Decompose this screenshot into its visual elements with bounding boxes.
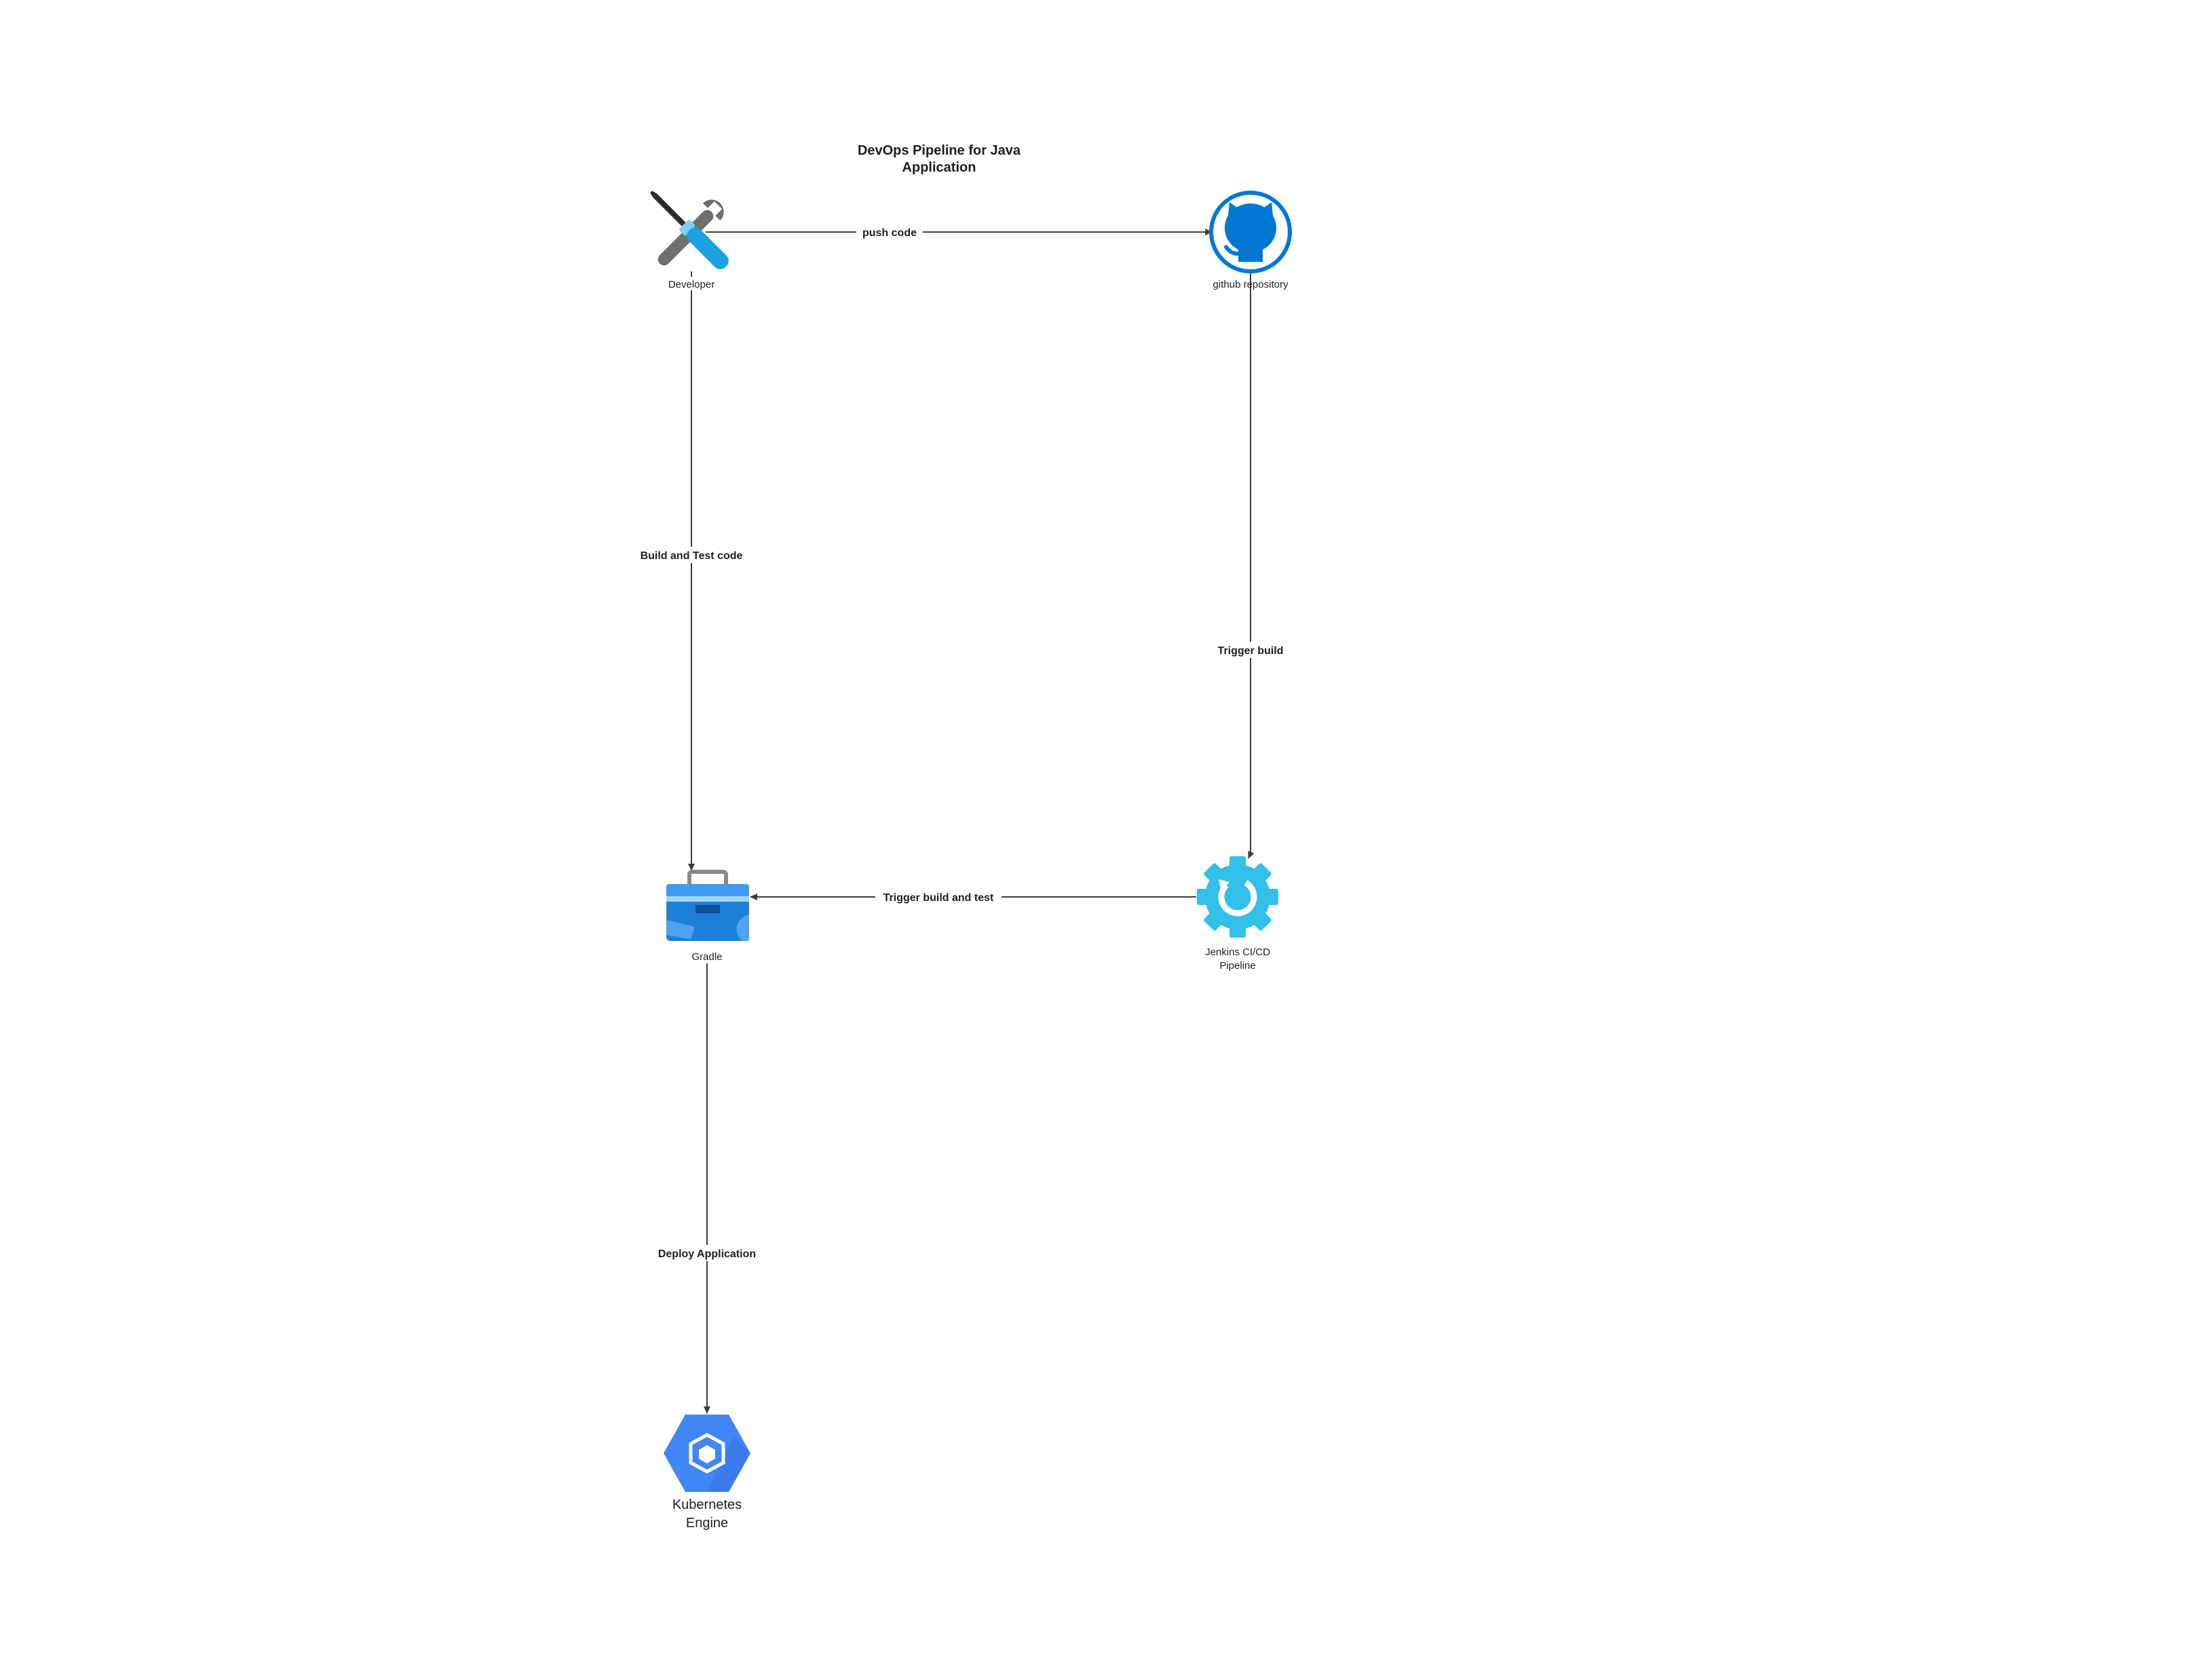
github-icon [1209, 191, 1292, 273]
node-github-repository[interactable]: github repository [1209, 191, 1292, 290]
node-jenkins-pipeline[interactable]: Jenkins CI/CD Pipeline [1197, 856, 1278, 972]
edge-push-code[interactable]: push code [706, 224, 1213, 240]
node-label-kubernetes-line-1: Kubernetes [672, 1497, 742, 1512]
node-label-jenkins-line-2: Pipeline [1219, 960, 1255, 972]
edge-build-and-test[interactable]: Build and Test code [631, 271, 752, 871]
edge-label-deploy: Deploy Application [658, 1248, 756, 1260]
node-label-gradle: Gradle [691, 951, 722, 963]
node-label-jenkins-line-1: Jenkins CI/CD [1205, 946, 1270, 958]
edge-label-trigger-build-test: Trigger build and test [883, 892, 994, 904]
edge-deploy-application[interactable]: Deploy Application [649, 962, 765, 1414]
node-label-developer: Developer [668, 279, 714, 290]
node-label-kubernetes-line-2: Engine [686, 1516, 728, 1531]
diagram-title-line-1: DevOps Pipeline for Java [858, 143, 1021, 158]
jenkins-gear-icon [1197, 856, 1278, 938]
edge-label-trigger-build: Trigger build [1218, 645, 1284, 657]
node-gradle[interactable]: Gradle [666, 870, 749, 963]
kubernetes-engine-icon [664, 1415, 750, 1492]
edge-trigger-build[interactable]: Trigger build [1211, 271, 1290, 859]
node-kubernetes-engine[interactable]: Kubernetes Engine [664, 1415, 750, 1531]
node-label-github: github repository [1213, 279, 1289, 290]
edge-label-build-test: Build and Test code [641, 550, 743, 562]
toolbox-icon [666, 870, 749, 941]
tools-icon [650, 191, 729, 269]
edge-trigger-build-and-test[interactable]: Trigger build and test [750, 889, 1196, 905]
node-developer[interactable]: Developer [645, 186, 731, 290]
diagram-title-line-2: Application [902, 160, 976, 175]
edge-label-push-code: push code [862, 227, 917, 239]
